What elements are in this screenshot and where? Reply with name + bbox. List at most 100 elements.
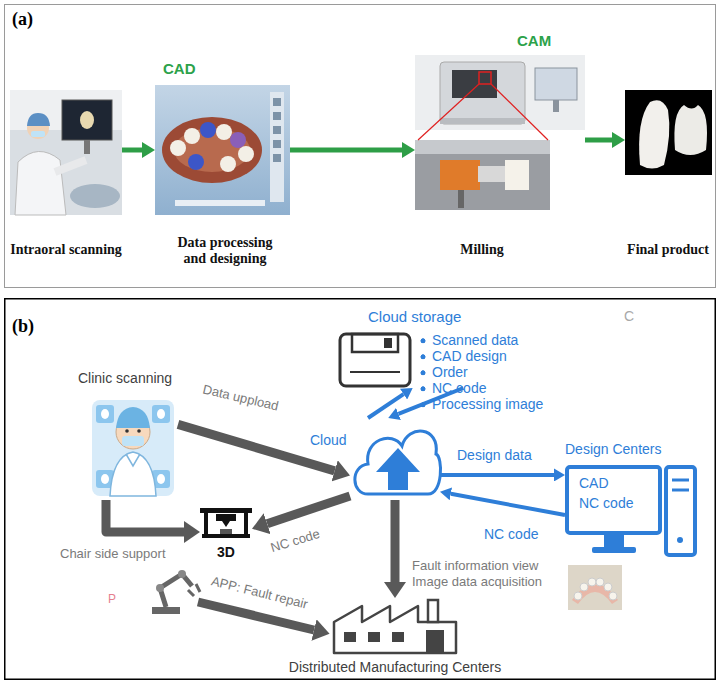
processing-photo <box>604 583 612 591</box>
crown-photo <box>674 105 707 155</box>
printer-icon <box>216 514 236 521</box>
design-screenshot <box>175 200 265 206</box>
milling-machine <box>452 70 497 98</box>
storage-icon <box>352 334 398 352</box>
connector-arrow <box>368 394 404 418</box>
intraoral-photo <box>70 184 120 208</box>
storage-icon <box>340 334 410 386</box>
connector-arrow <box>585 137 612 142</box>
design-screenshot <box>273 140 281 148</box>
figure-panel: (b)Cloud storageScanned dataCAD designOr… <box>4 298 716 680</box>
photo-panel: Intraoral scanning <box>10 90 122 215</box>
design-screenshot <box>273 126 281 134</box>
printer-label: 3D <box>217 544 235 560</box>
connector-arrow <box>106 500 184 532</box>
design-screenshot <box>170 140 186 156</box>
processing-photo <box>609 592 617 600</box>
design-screenshot <box>273 154 281 162</box>
robot-arm-icon <box>156 584 164 592</box>
milling-machine <box>415 140 550 210</box>
factory-icon <box>428 600 438 622</box>
clinic-icon <box>122 436 144 446</box>
storage-icon <box>384 338 392 348</box>
crown-photo <box>625 90 712 175</box>
milling-machine <box>418 84 479 140</box>
clinic-icon <box>101 409 109 419</box>
clinic-icon <box>157 409 165 419</box>
cloud-icon: Cloud <box>350 418 440 500</box>
design-screenshot <box>270 92 284 202</box>
processing-photo <box>580 583 588 591</box>
processing-photo <box>572 584 618 604</box>
design-screenshot <box>162 117 262 183</box>
intraoral-photo <box>27 113 50 126</box>
intraoral-photo <box>10 90 122 215</box>
node-heading: Cloud <box>310 432 347 448</box>
storage-icon <box>340 334 410 386</box>
intraoral-photo <box>55 160 86 172</box>
design-screenshot <box>184 128 200 144</box>
storage-icon: Cloud storageScanned dataCAD designOrder… <box>338 332 522 388</box>
node-heading: Cloud storage <box>368 308 461 325</box>
factory-icon <box>426 630 444 653</box>
step-caption: Milling <box>460 242 504 258</box>
connector-arrow <box>451 494 565 515</box>
intraoral-photo <box>62 100 112 140</box>
connector-arrow <box>290 147 402 152</box>
clinic-icon <box>152 405 170 423</box>
printer-icon: 3D <box>200 508 252 560</box>
processing-photo <box>574 592 582 600</box>
milling-machine <box>440 118 525 124</box>
milling-machine <box>491 84 548 140</box>
printer-icon <box>220 529 232 534</box>
clinic-icon <box>92 400 174 496</box>
intraoral-photo <box>80 111 94 129</box>
robot-arm-icon <box>188 584 200 596</box>
computer-icon: Design CentersCADNC code <box>565 465 697 565</box>
connector-label: Chair side support <box>58 546 168 562</box>
design-screenshot <box>238 146 254 162</box>
computer-icon <box>672 479 689 482</box>
milling-machine <box>415 140 550 154</box>
factory-icon: Distributed Manufacturing Centers <box>330 598 460 655</box>
computer-icon <box>604 533 624 547</box>
printer-icon <box>202 534 250 538</box>
connector-arrow <box>391 500 400 582</box>
robot-arm-icon <box>152 570 200 614</box>
intraoral-photo <box>31 131 45 137</box>
milling-machine <box>505 160 529 190</box>
printer-icon <box>244 508 248 538</box>
milling-machine <box>415 55 585 210</box>
milling-machine <box>553 100 559 112</box>
connector-label: Design data <box>455 447 534 464</box>
list-item: NC code <box>420 380 486 396</box>
processing-photo <box>588 578 596 586</box>
printer-icon <box>204 508 208 538</box>
list-item: Processing image <box>420 396 543 412</box>
design-screenshot <box>216 124 232 140</box>
list-item: CAD design <box>420 348 507 364</box>
printer-icon <box>200 508 252 538</box>
processing-photo <box>568 565 622 610</box>
processing-photo <box>568 565 622 610</box>
computer-icon <box>592 547 636 553</box>
list-item: Scanned data <box>420 332 518 348</box>
crown-photo <box>625 90 712 175</box>
clinic-icon <box>110 452 156 496</box>
crown-photo <box>639 100 669 168</box>
clinic-icon <box>157 474 165 484</box>
node-heading: Distributed Manufacturing Centers <box>289 659 501 675</box>
design-screenshot <box>155 85 290 215</box>
clinic-icon <box>96 405 114 423</box>
milling-machine <box>479 72 491 84</box>
storage-icon <box>350 371 400 373</box>
step-caption: Data processing and designing <box>165 235 285 267</box>
product-panel: Final product <box>625 90 712 175</box>
milling-machine <box>478 166 508 182</box>
computer-icon <box>666 467 695 555</box>
printer-icon <box>222 521 230 527</box>
list-item: Order <box>420 364 468 380</box>
clinic-icon <box>101 474 109 484</box>
